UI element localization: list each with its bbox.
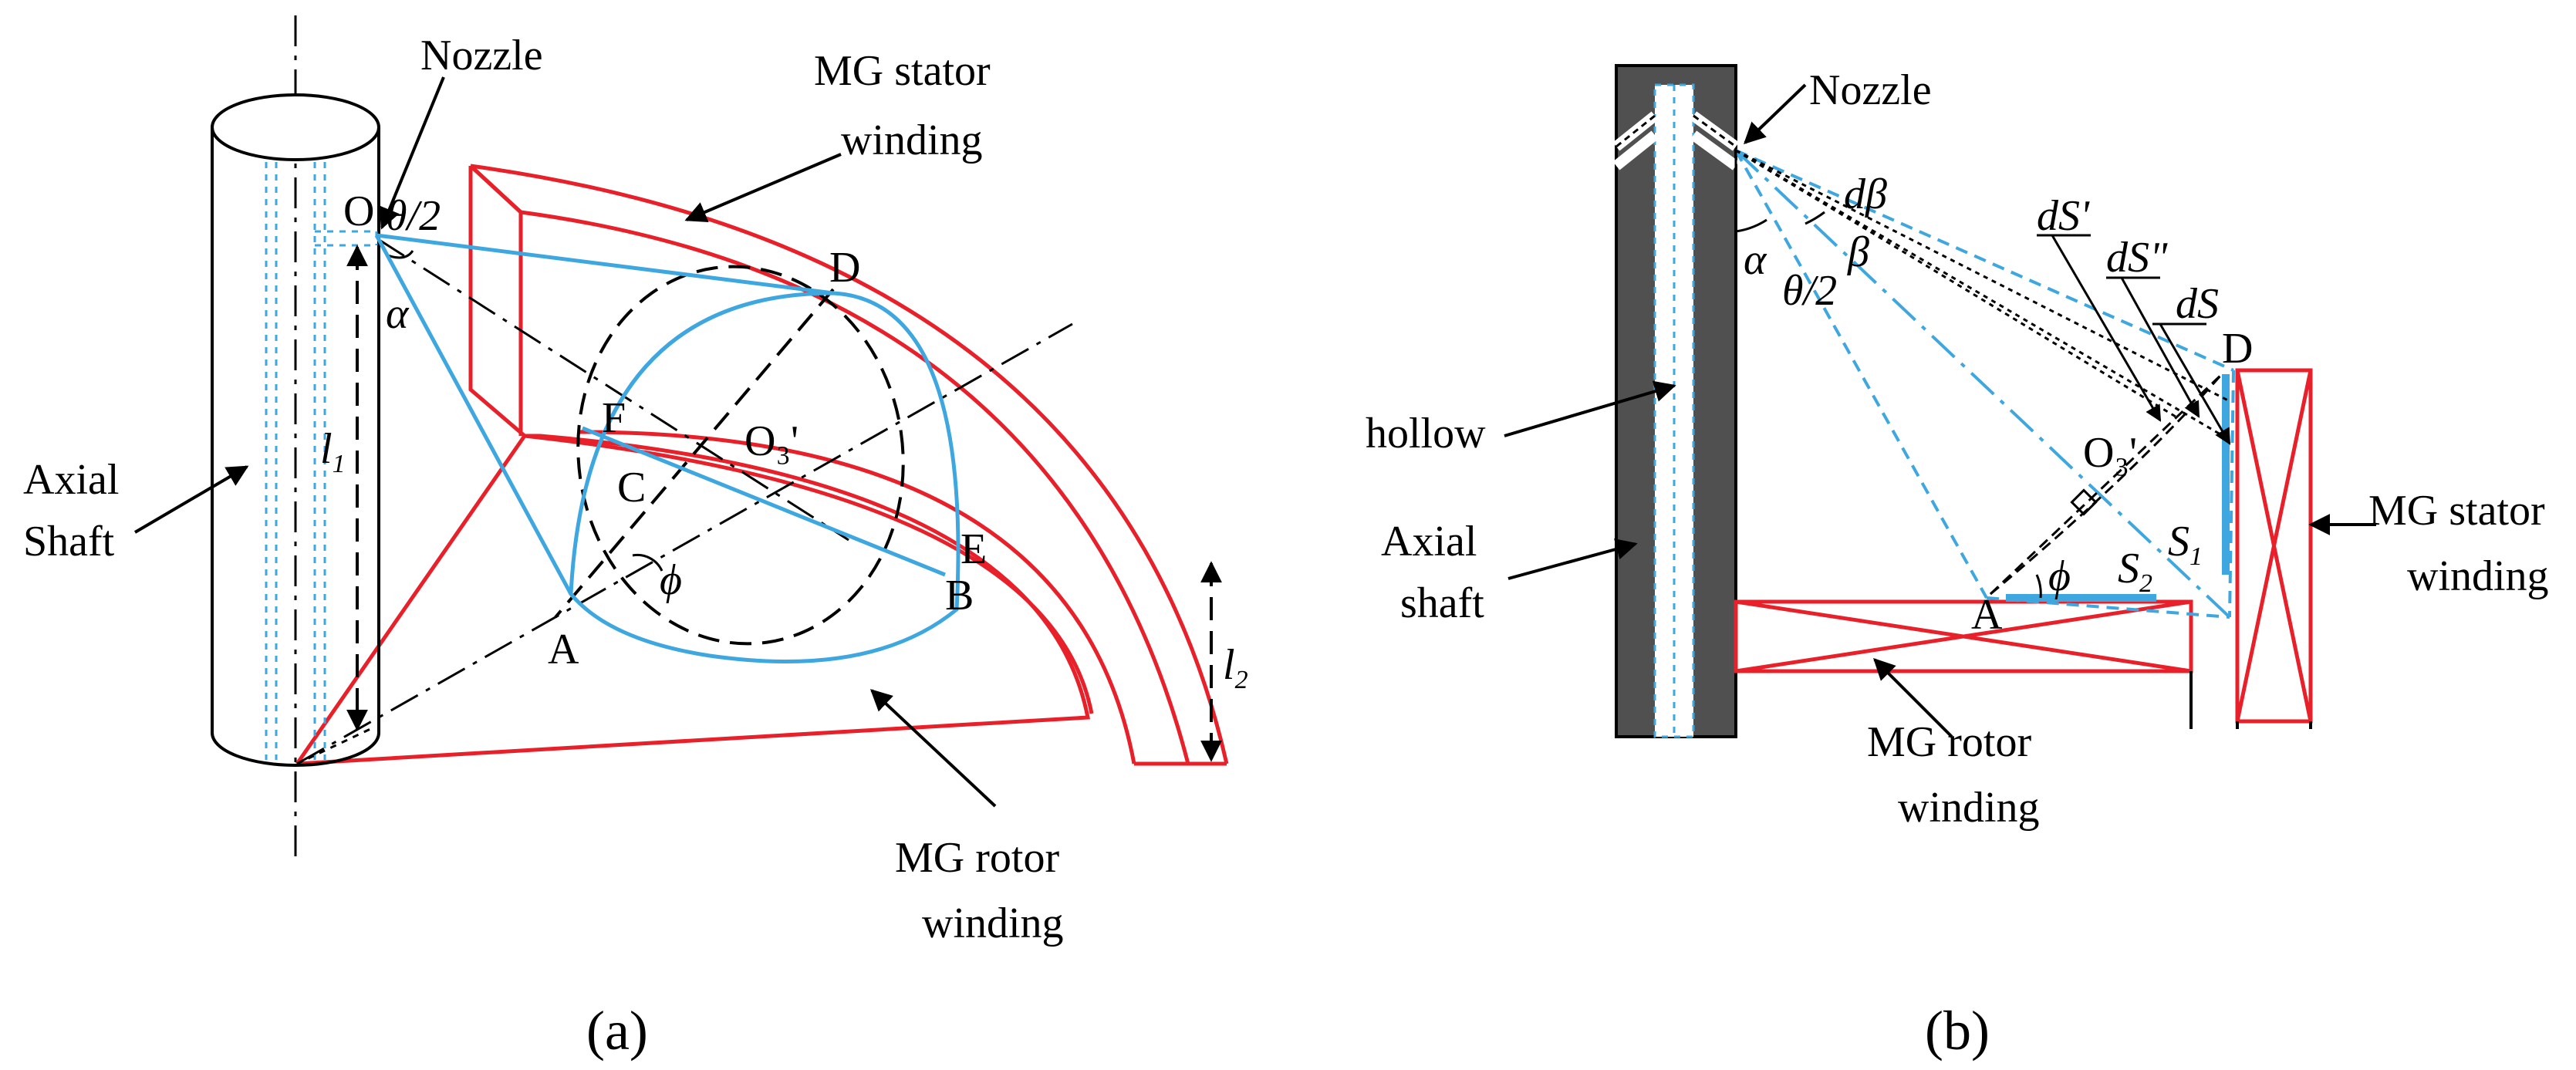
caption-b: (b) bbox=[1925, 1000, 1990, 1062]
point-A-label-b: A bbox=[1971, 591, 2003, 639]
stator-base bbox=[2236, 721, 2312, 729]
point-A-label-a: A bbox=[548, 626, 579, 673]
beta-label: β bbox=[1847, 228, 1869, 276]
stator-label-b-line1: MG stator bbox=[2368, 487, 2545, 535]
rotor-winding-shape bbox=[295, 434, 1094, 766]
shaft-label-a-line2: Shaft bbox=[23, 518, 115, 565]
leader-arrows-a bbox=[133, 76, 997, 808]
dS-label: dS bbox=[2176, 280, 2219, 328]
nozzle-channel-outline bbox=[1615, 114, 1737, 148]
point-D-label-a: D bbox=[829, 244, 860, 292]
shaft-label-a-line1: Axial bbox=[23, 456, 119, 504]
point-O-label: O bbox=[343, 187, 374, 235]
alpha-label-a: α bbox=[386, 290, 410, 338]
spray-cone-construction bbox=[296, 238, 1073, 765]
stator-label-b-line2: winding bbox=[2407, 552, 2549, 600]
rotor-label-a-line2: winding bbox=[922, 900, 1064, 947]
alpha-label-b: α bbox=[1744, 236, 1767, 284]
theta-half-label-b: θ/2 bbox=[1782, 267, 1837, 315]
l2-label: l2 bbox=[1223, 641, 1248, 694]
stator-winding-section bbox=[2235, 368, 2313, 724]
panel-a: Nozzle MG stator winding Axial Shaft MG … bbox=[23, 15, 1248, 1062]
rotor-label-b-line1: MG rotor bbox=[1867, 718, 2031, 766]
S2-label: S2 bbox=[2118, 545, 2152, 598]
caption-a: (a) bbox=[586, 1000, 648, 1062]
d-beta-label: dβ bbox=[1844, 170, 1887, 218]
spray-footprint bbox=[374, 233, 961, 663]
stator-label-a-line1: MG stator bbox=[814, 47, 991, 95]
l1-base-leader bbox=[296, 727, 371, 765]
point-C-label: C bbox=[617, 464, 646, 511]
l1-label: l1 bbox=[320, 425, 346, 478]
point-O3-label-a: O₃' bbox=[744, 417, 798, 465]
construction-lines-b bbox=[1734, 149, 2230, 599]
rotor-winding-section bbox=[1734, 599, 2193, 673]
stator-label-a-line2: winding bbox=[841, 116, 983, 164]
point-O3-label-b: O₃' bbox=[2083, 429, 2137, 477]
dS-double-prime-label: dS" bbox=[2106, 234, 2168, 282]
point-D-label-b: D bbox=[2222, 325, 2253, 373]
rotor-label-b-line2: winding bbox=[1898, 784, 2040, 832]
rotor-label-a-line1: MG rotor bbox=[895, 834, 1059, 882]
point-E-label: E bbox=[961, 525, 987, 573]
spray-rays-b bbox=[1734, 149, 2235, 619]
point-F-label: F bbox=[602, 394, 626, 442]
theta-half-label-a: θ/2 bbox=[386, 192, 441, 240]
shaft-label-b-line2: shaft bbox=[1400, 579, 1484, 627]
leader-arrows-b bbox=[1504, 83, 2376, 738]
shaft-label-b-line1: Axial bbox=[1381, 518, 1477, 565]
axial-shaft-cylinder bbox=[211, 93, 380, 767]
nozzle-label-a: Nozzle bbox=[420, 32, 543, 79]
phi-label-a: ϕ bbox=[660, 556, 682, 604]
phi-label-b: ϕ bbox=[2048, 552, 2071, 600]
point-B-label: B bbox=[945, 572, 974, 619]
dS-prime-label: dS' bbox=[2037, 192, 2090, 240]
panel-b: Nozzle hollow Axial shaft MG stator wind… bbox=[1366, 64, 2549, 1062]
S1-label: S1 bbox=[2168, 518, 2203, 571]
hollow-label: hollow bbox=[1366, 410, 1486, 457]
ds-leaders bbox=[2037, 234, 2231, 445]
nozzle-label-b: Nozzle bbox=[1809, 66, 1932, 114]
